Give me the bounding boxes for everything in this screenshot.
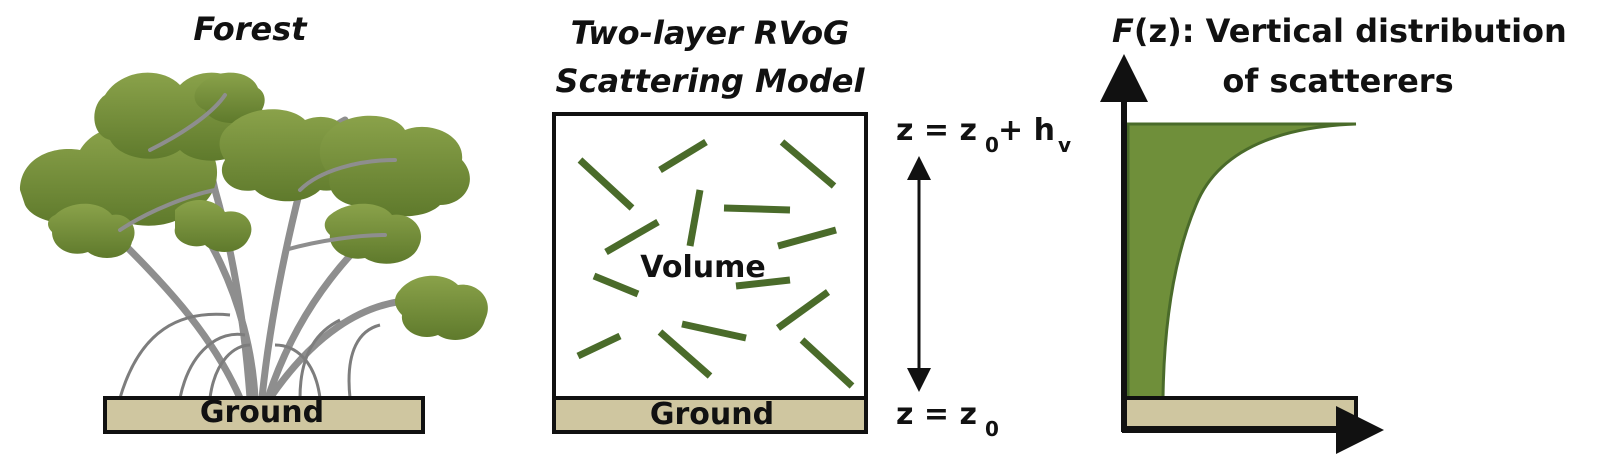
top-eq-plus-h: + h [998,113,1055,148]
axis-arrows [1100,53,1384,454]
distribution-title-rest: (z): Vertical distribution [1134,12,1567,50]
forest-title: Forest [193,10,308,48]
distribution-title-line1: F(z): Vertical distribution [1112,12,1567,50]
distribution-title-f: F [1112,12,1134,50]
model-title-line2: Scattering Model [556,62,866,100]
forest-panel: Forest [20,10,488,434]
distribution-ground [1122,396,1358,430]
bottom-height-equation: z = z 0 [896,397,999,441]
scatterer-rods [576,139,855,389]
top-eq-z: z = z [896,113,977,148]
model-title-line1: Two-layer RVoG [571,14,850,52]
top-height-equation: z = z 0 + h v [896,113,1071,157]
scatterer-distribution-curve [1126,122,1357,400]
bottom-eq-z: z = z [896,397,977,432]
model-ground-label: Ground [650,397,774,432]
model-panel: Two-layer RVoG Scattering Model Volume G… [552,14,1071,441]
forest-ground-label: Ground [200,395,324,430]
top-eq-sub0: 0 [985,133,999,157]
distribution-title-line2: of scatterers [1222,62,1453,100]
model-ground [552,396,868,434]
forest-ground [103,396,425,434]
distribution-panel: F(z): Vertical distribution of scatterer… [1100,12,1567,454]
top-eq-subv: v [1058,133,1071,157]
volume-label: Volume [640,250,765,285]
bottom-eq-sub0: 0 [985,417,999,441]
tree-icon [20,72,488,402]
